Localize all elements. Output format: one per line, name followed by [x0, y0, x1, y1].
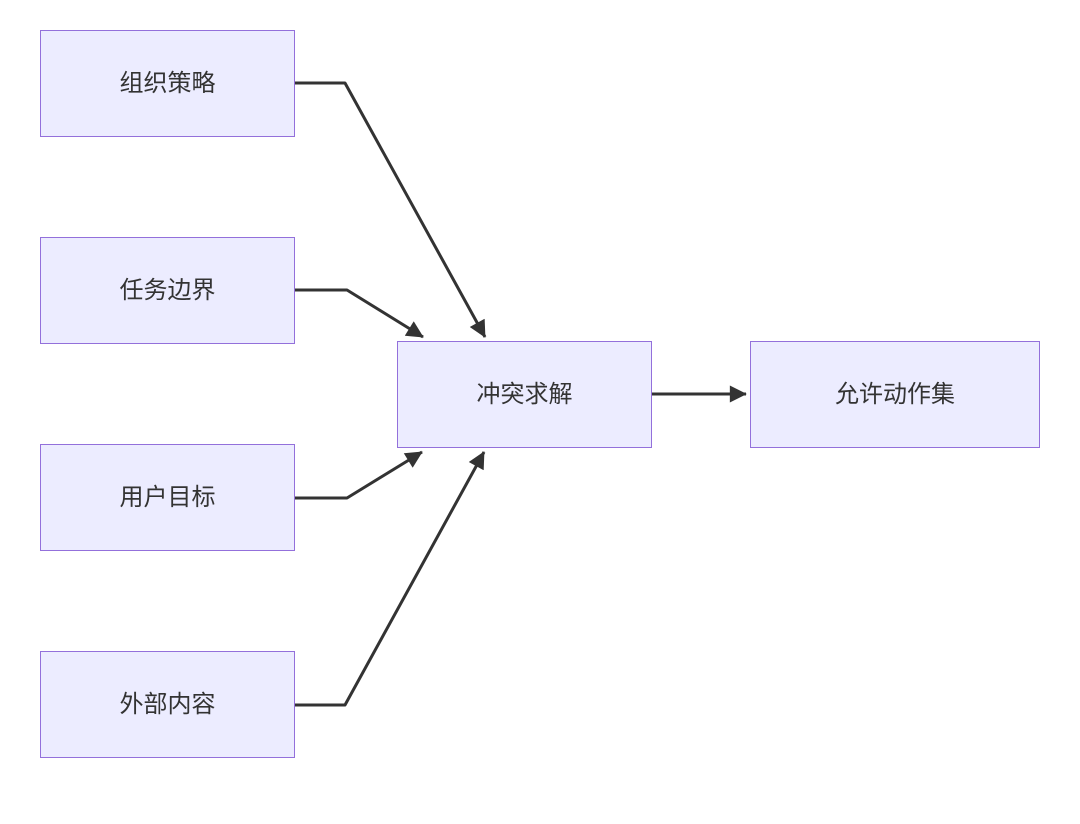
node-allowed-action-set-label: 允许动作集 — [835, 380, 955, 409]
node-user-goal-label: 用户目标 — [119, 483, 216, 512]
node-user-goal: 用户目标 — [40, 444, 295, 551]
node-external-content: 外部内容 — [40, 651, 295, 758]
node-org-policy-label: 组织策略 — [119, 69, 216, 98]
node-org-policy: 组织策略 — [40, 30, 295, 137]
edge-task-boundary-to-conflict — [295, 288, 424, 339]
node-conflict-resolution-label: 冲突求解 — [476, 380, 573, 409]
node-allowed-action-set: 允许动作集 — [750, 341, 1040, 448]
node-external-content-label: 外部内容 — [119, 690, 216, 719]
edge-user-goal-to-conflict — [295, 450, 423, 500]
node-task-boundary-label: 任务边界 — [119, 276, 216, 305]
node-task-boundary: 任务边界 — [40, 237, 295, 344]
edge-external-content-to-conflict — [295, 451, 486, 707]
node-conflict-resolution: 冲突求解 — [397, 341, 652, 448]
edge-org-policy-to-conflict — [295, 81, 487, 338]
